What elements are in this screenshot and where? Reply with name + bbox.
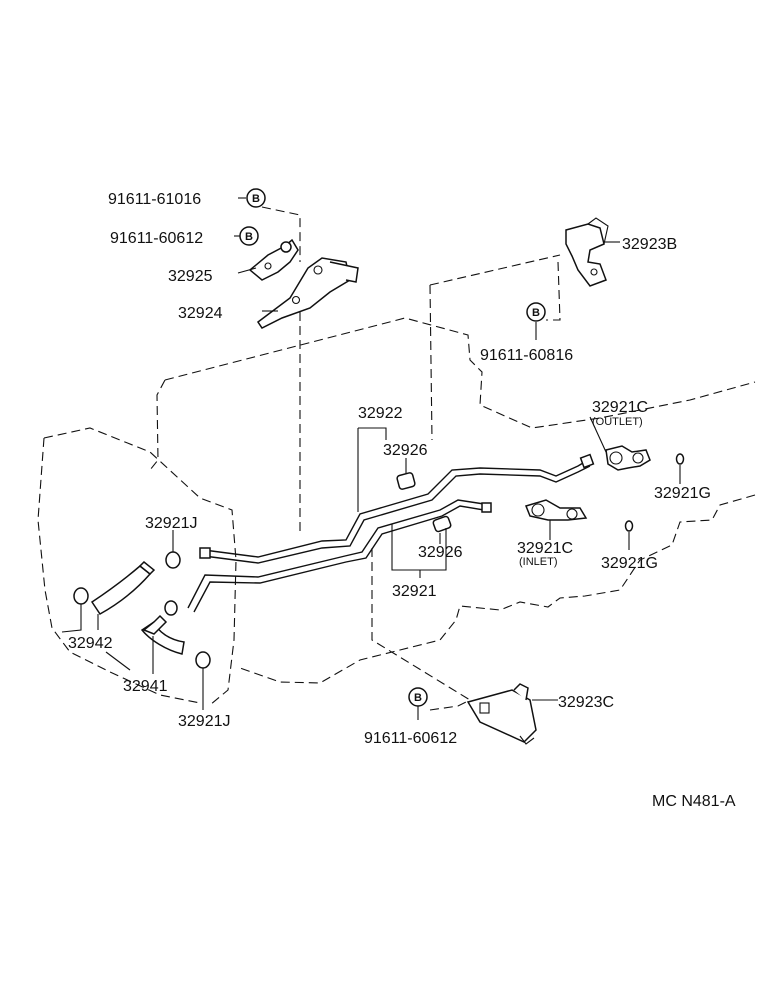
bracket-32923b-icon bbox=[565, 217, 609, 287]
leader-lines bbox=[61, 197, 681, 720]
label-32926-top: 32926 bbox=[383, 442, 428, 459]
label-32924: 32924 bbox=[178, 305, 223, 322]
label-91611-61016: 91611-61016 bbox=[108, 191, 201, 208]
label-32925: 32925 bbox=[168, 268, 213, 285]
label-32942: 32942 bbox=[68, 635, 113, 652]
figure-code: MC N481-A bbox=[652, 793, 736, 810]
gasket-32921g-top-icon bbox=[675, 453, 685, 465]
label-91611-60816: 91611-60816 bbox=[480, 347, 573, 364]
label-32923c: 32923C bbox=[558, 694, 614, 711]
clamp-icon bbox=[73, 551, 211, 669]
bracket-32923c-icon bbox=[466, 683, 537, 745]
hose-32942-icon bbox=[90, 560, 156, 615]
reference-lines bbox=[261, 206, 561, 711]
cooler-pipe-32921-icon bbox=[187, 499, 492, 613]
union-fitting-outlet-icon bbox=[605, 445, 651, 471]
label-32922: 32922 bbox=[358, 405, 403, 422]
label-32926-mid: 32926 bbox=[418, 544, 463, 561]
bolt-b-icon-91611-60816: B bbox=[526, 302, 546, 322]
bracket-32925-icon bbox=[248, 238, 299, 281]
label-32921c-outlet: 32921C bbox=[592, 399, 648, 416]
bolt-mark: B bbox=[245, 231, 253, 243]
pipe-end-cap-icon bbox=[199, 547, 211, 559]
label-32921g-mid: 32921G bbox=[601, 555, 658, 572]
part-labels: 91611-61016 91611-60612 32925 32924 3292… bbox=[68, 191, 736, 810]
label-32921j-bottom: 32921J bbox=[178, 713, 231, 730]
label-32923b: 32923B bbox=[622, 236, 677, 253]
gasket-32921g-mid-icon bbox=[624, 520, 634, 532]
engine-outline bbox=[37, 317, 756, 706]
bolt-mark: B bbox=[532, 307, 540, 319]
bolt-mark: B bbox=[414, 692, 422, 704]
sleeve-32926-top-icon bbox=[396, 472, 416, 490]
bolt-b-icon-91611-60612-bottom: B bbox=[408, 687, 428, 707]
bolt-b-icon-91611-60612-top: B bbox=[239, 226, 259, 246]
hose-32941-icon bbox=[140, 614, 185, 655]
label-outlet-note: (OUTLET) bbox=[592, 416, 643, 428]
label-32921: 32921 bbox=[392, 583, 437, 600]
cooler-pipe-32922-icon bbox=[203, 453, 595, 564]
label-32921j-left: 32921J bbox=[145, 515, 198, 532]
bolt-b-icon-91611-61016: B bbox=[246, 188, 266, 208]
label-inlet-note: (INLET) bbox=[519, 556, 558, 568]
label-91611-60612-bottom: 91611-60612 bbox=[364, 730, 457, 747]
bolt-mark: B bbox=[252, 193, 260, 205]
label-32941: 32941 bbox=[123, 678, 168, 695]
union-fitting-inlet-icon bbox=[524, 499, 588, 521]
bracket-32924-icon bbox=[256, 257, 359, 329]
sleeve-32926-mid-icon bbox=[432, 515, 452, 533]
label-91611-60612-top: 91611-60612 bbox=[110, 230, 203, 247]
label-32921g-top: 32921G bbox=[654, 485, 711, 502]
label-32921c-inlet: 32921C bbox=[517, 540, 573, 557]
